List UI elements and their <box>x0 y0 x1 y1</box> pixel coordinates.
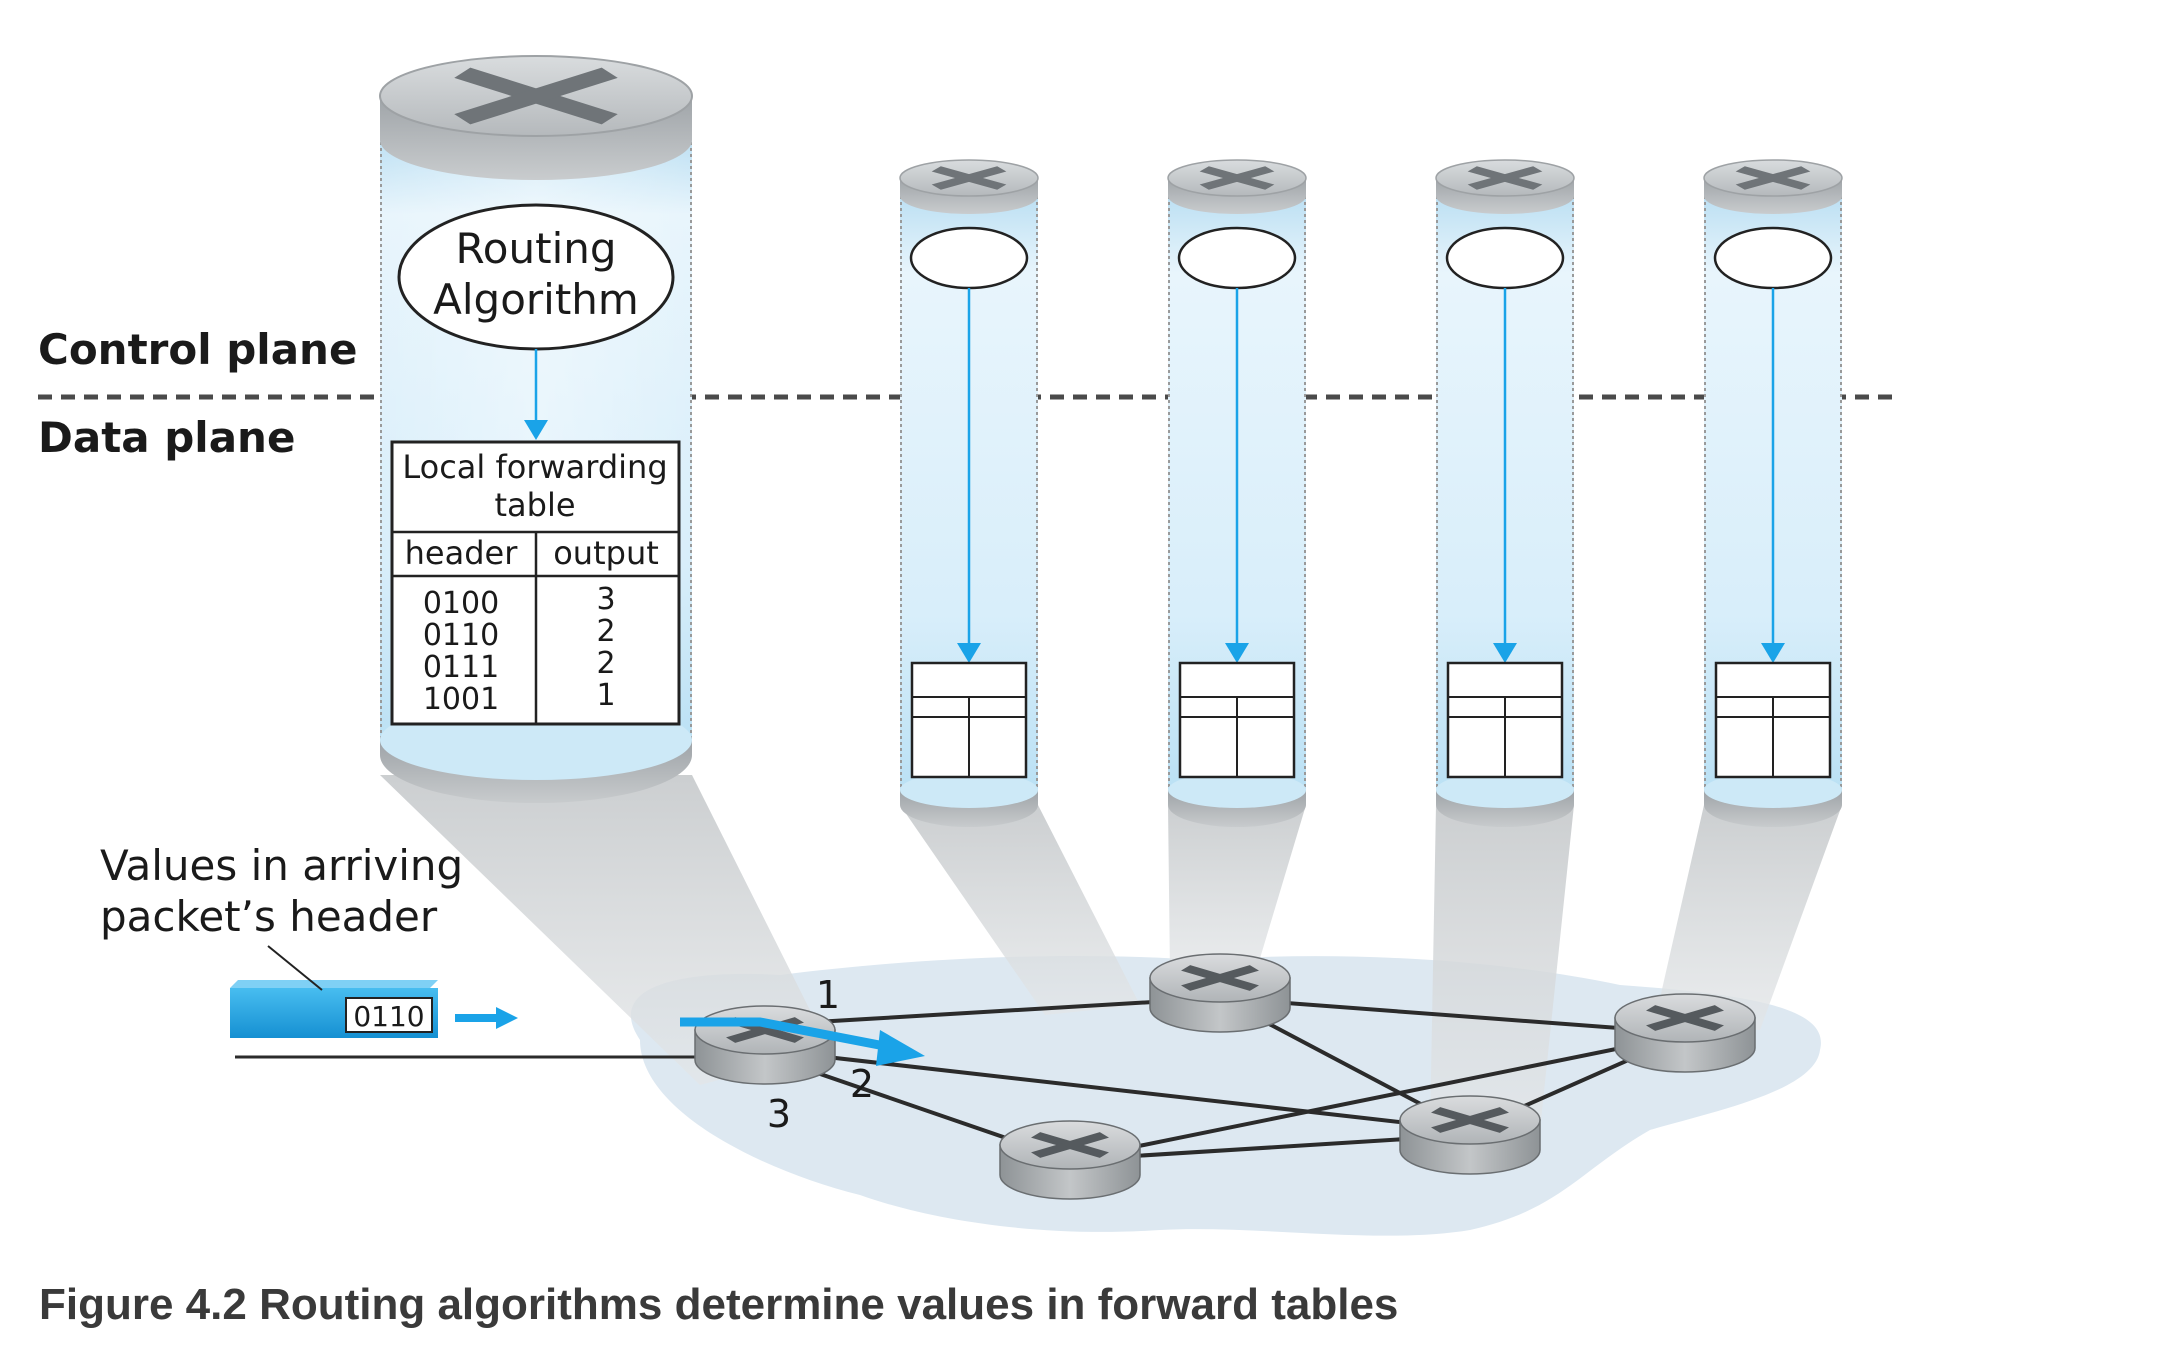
row-header-value: 0110 <box>423 618 499 653</box>
arrow-icon <box>680 1017 896 1053</box>
table-row: 0111 2 <box>423 646 616 685</box>
router-cylinder-2 <box>899 159 1039 827</box>
router-icon <box>1467 166 1543 190</box>
row-output-value: 2 <box>596 646 615 681</box>
router-icon <box>931 166 1007 190</box>
callout-line <box>267 945 323 991</box>
row-output-value: 1 <box>596 678 615 713</box>
packet-icon: 0110 <box>230 980 438 1038</box>
routing-label-line2: Algorithm <box>433 275 639 324</box>
row-header-value: 1001 <box>423 682 499 717</box>
port-label-2: 2 <box>850 1062 874 1106</box>
arriving-header-label-line1: Values in arriving <box>100 841 463 890</box>
routing-algorithm-node: Routing Algorithm <box>397 203 675 351</box>
forwarding-table: Local forwarding table header output 010… <box>390 440 681 726</box>
router-icon <box>999 1120 1141 1200</box>
router-cylinder-3 <box>1167 159 1307 827</box>
table-row: 1001 1 <box>423 678 616 717</box>
arrow-icon <box>496 1007 518 1029</box>
col-output-label: output <box>553 534 659 572</box>
router-icon <box>1149 953 1291 1033</box>
router-icon <box>1614 993 1756 1073</box>
port-label-3: 3 <box>767 1092 791 1136</box>
projection-beams <box>380 775 1842 1130</box>
table-title-line1: Local forwarding <box>402 448 667 486</box>
table-row: 0100 3 <box>423 582 616 621</box>
row-output-value: 3 <box>596 582 615 617</box>
table-title-line2: table <box>494 486 575 524</box>
data-plane-label: Data plane <box>38 413 295 462</box>
arriving-header-label-line2: packet’s header <box>100 892 438 941</box>
router-cylinder-5 <box>1703 159 1843 827</box>
figure-caption: Figure 4.2 Routing algorithms determine … <box>39 1280 1399 1329</box>
row-output-value: 2 <box>596 614 615 649</box>
router-icon <box>454 67 618 125</box>
router-icon <box>1735 166 1811 190</box>
arrow-icon <box>524 420 548 440</box>
col-header-label: header <box>405 534 519 572</box>
port-label-1: 1 <box>816 973 840 1017</box>
packet-header-value: 0110 <box>353 1000 424 1033</box>
table-row: 0110 2 <box>423 614 616 653</box>
row-header-value: 0100 <box>423 586 499 621</box>
router-cylinder-4 <box>1435 159 1575 827</box>
routing-label-line1: Routing <box>455 224 616 273</box>
router-icon <box>1399 1095 1541 1175</box>
row-header-value: 0111 <box>423 650 499 685</box>
arrow-icon <box>876 1030 925 1066</box>
control-plane-label: Control plane <box>38 325 357 374</box>
router-icon <box>1199 166 1275 190</box>
